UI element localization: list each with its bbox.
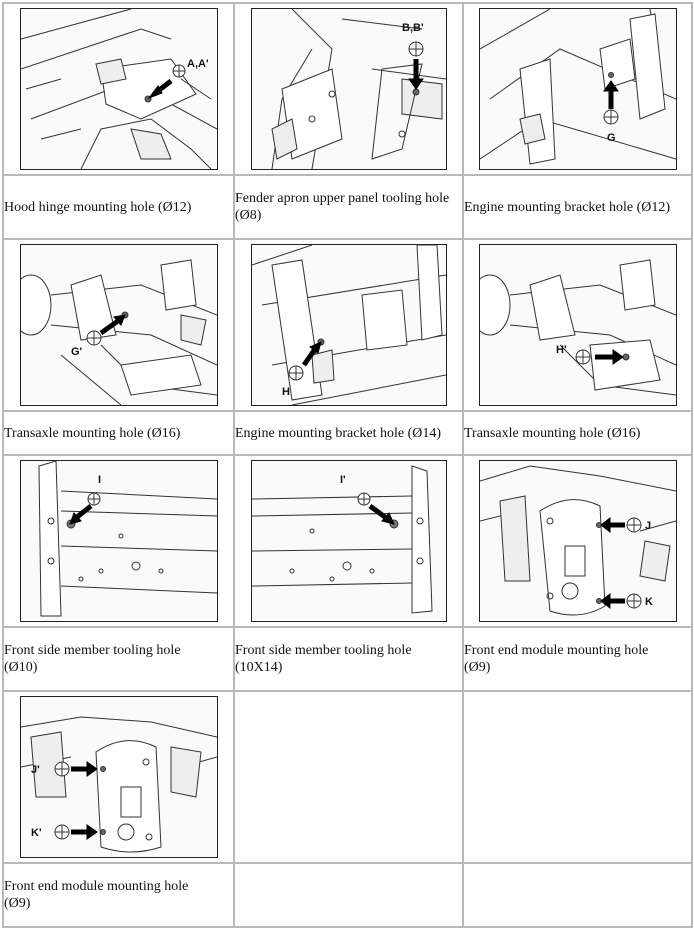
caption-line: (10X14) — [235, 660, 283, 675]
caption-cell: Engine mounting bracket hole (Ø12) — [462, 174, 693, 240]
caption-line: Front end module mounting hole — [4, 879, 189, 894]
caption-line: (Ø9) — [464, 660, 491, 675]
callout-label: G — [607, 132, 616, 144]
side-member-illustration: I — [19, 460, 218, 622]
caption-line: Fender apron upper panel tooling hole — [235, 191, 450, 206]
image-cell: A,A' — [2, 2, 235, 176]
empty-cell — [462, 862, 693, 928]
empty-cell — [233, 690, 464, 864]
table-row: J' K' — [2, 690, 693, 864]
hole-reference-table: A,A' B,B' — [2, 2, 693, 928]
caption-cell: Front end module mounting hole (Ø9) — [462, 626, 693, 692]
caption-line: Transaxle mounting hole (Ø16) — [4, 425, 181, 441]
front-end-module-illustration: J K — [478, 460, 677, 622]
engine-bracket-illustration: H — [250, 244, 447, 406]
table-row: A,A' B,B' — [2, 2, 693, 176]
caption-line: Front side member tooling hole — [4, 643, 181, 658]
caption-line: Hood hinge mounting hole (Ø12) — [4, 199, 192, 215]
image-cell: G' — [2, 238, 235, 412]
side-member-illustration: I' — [250, 460, 447, 622]
table-row: Transaxle mounting hole (Ø16) Engine mou… — [2, 410, 693, 456]
hood-hinge-illustration: A,A' — [19, 8, 218, 170]
caption-line: (Ø10) — [4, 660, 38, 675]
caption-line: Engine mounting bracket hole (Ø14) — [235, 425, 442, 441]
callout-label: I' — [340, 474, 346, 486]
image-cell: H' — [462, 238, 693, 412]
callout-label: H' — [556, 344, 567, 356]
caption-cell: Front side member tooling hole (Ø10) — [2, 626, 235, 692]
front-end-module-illustration: J' K' — [19, 696, 218, 858]
caption-cell: Engine mounting bracket hole (Ø14) — [233, 410, 464, 456]
caption-line: Transaxle mounting hole (Ø16) — [464, 425, 641, 441]
caption-cell: Transaxle mounting hole (Ø16) — [2, 410, 235, 456]
caption-cell: Transaxle mounting hole (Ø16) — [462, 410, 693, 456]
callout-label: K — [645, 596, 653, 608]
caption-line: Front end module mounting hole — [464, 643, 649, 658]
image-cell: G — [462, 2, 693, 176]
table-row: Front end module mounting hole (Ø9) — [2, 862, 693, 928]
caption-cell: Fender apron upper panel tooling hole (Ø8… — [233, 174, 464, 240]
table-row: Front side member tooling hole (Ø10) Fron… — [2, 626, 693, 692]
transaxle-illustration: G' — [19, 244, 218, 406]
caption-cell: Hood hinge mounting hole (Ø12) — [2, 174, 235, 240]
callout-label: K' — [31, 827, 42, 839]
callout-label: H — [282, 386, 290, 398]
caption-line: Engine mounting bracket hole (Ø12) — [464, 199, 671, 215]
empty-cell — [233, 862, 464, 928]
table-row: Hood hinge mounting hole (Ø12) Fender ap… — [2, 174, 693, 240]
image-cell: J K — [462, 454, 693, 628]
table-row: G' H — [2, 238, 693, 412]
caption-cell: Front end module mounting hole (Ø9) — [2, 862, 235, 928]
fender-apron-illustration: B,B' — [250, 8, 447, 170]
callout-label: I — [98, 474, 101, 486]
image-cell: B,B' — [233, 2, 464, 176]
callout-label: A,A' — [187, 58, 209, 70]
caption-cell: Front side member tooling hole (10X14) — [233, 626, 464, 692]
transaxle-illustration: H' — [478, 244, 677, 406]
table-row: I I' — [2, 454, 693, 628]
image-cell: H — [233, 238, 464, 412]
callout-label: J — [645, 520, 651, 532]
image-cell: I — [2, 454, 235, 628]
caption-line: (Ø9) — [4, 896, 31, 911]
caption-line: Front side member tooling hole — [235, 643, 412, 658]
callout-label: J' — [31, 764, 40, 776]
callout-label: B,B' — [402, 22, 424, 34]
caption-line: (Ø8) — [235, 208, 262, 223]
callout-label: G' — [71, 346, 83, 358]
empty-cell — [462, 690, 693, 864]
image-cell: J' K' — [2, 690, 235, 864]
engine-bracket-illustration: G — [478, 8, 677, 170]
image-cell: I' — [233, 454, 464, 628]
